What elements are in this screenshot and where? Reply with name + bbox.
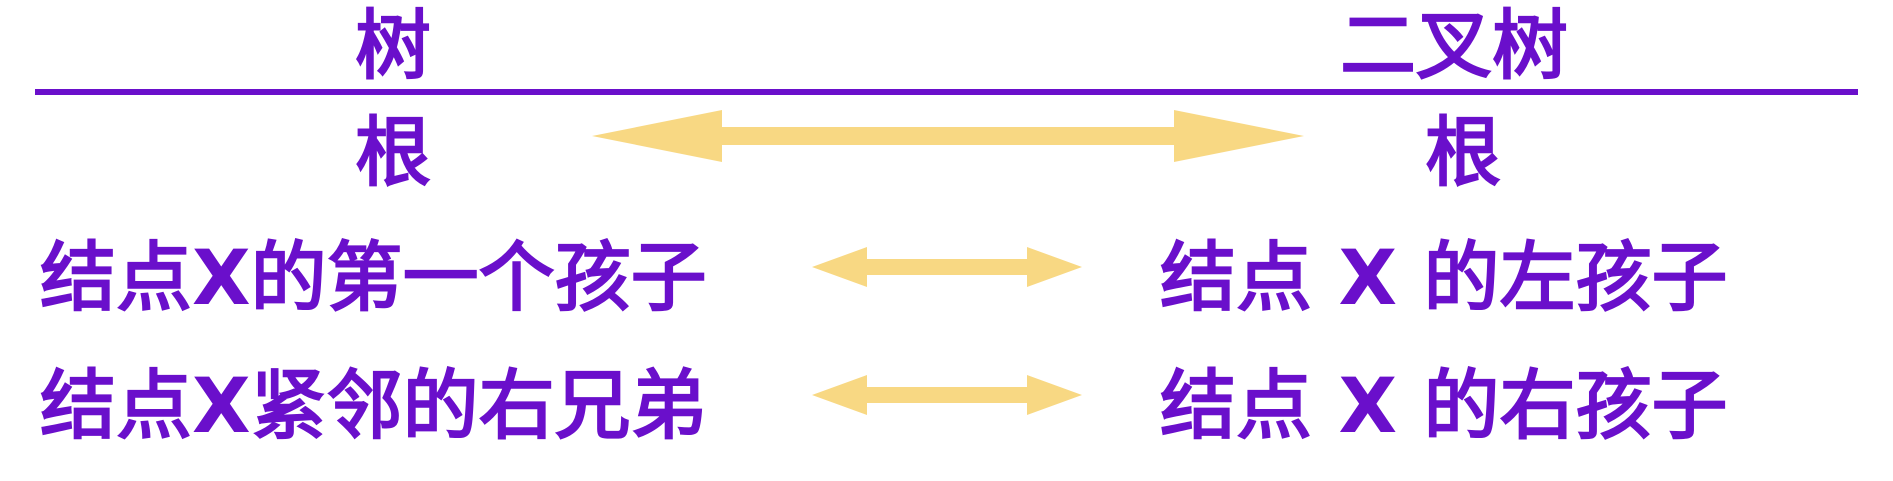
right-sibling-arrow-shape: [812, 375, 1082, 415]
right-sibling-mapping-arrow-icon: [812, 375, 1082, 415]
first-child-arrow-shape: [812, 247, 1082, 287]
tree-column-title: 树: [355, 1, 431, 90]
first-child-mapping-arrow-icon: [812, 247, 1082, 287]
root-mapping-arrow-icon: [592, 110, 1304, 162]
root-arrow-shape: [592, 110, 1304, 162]
binary-tree-root-label: 根: [1425, 108, 1501, 197]
binary-tree-column-title: 二叉树: [1340, 1, 1568, 90]
right-sibling-label: 结点X紧邻的右兄弟: [40, 361, 707, 450]
left-child-label: 结点 X 的左孩子: [1160, 233, 1728, 322]
first-child-label: 结点X的第一个孩子: [40, 233, 707, 322]
tree-root-label: 根: [355, 108, 431, 197]
header-divider: [35, 89, 1858, 95]
right-child-label: 结点 X 的右孩子: [1160, 361, 1728, 450]
